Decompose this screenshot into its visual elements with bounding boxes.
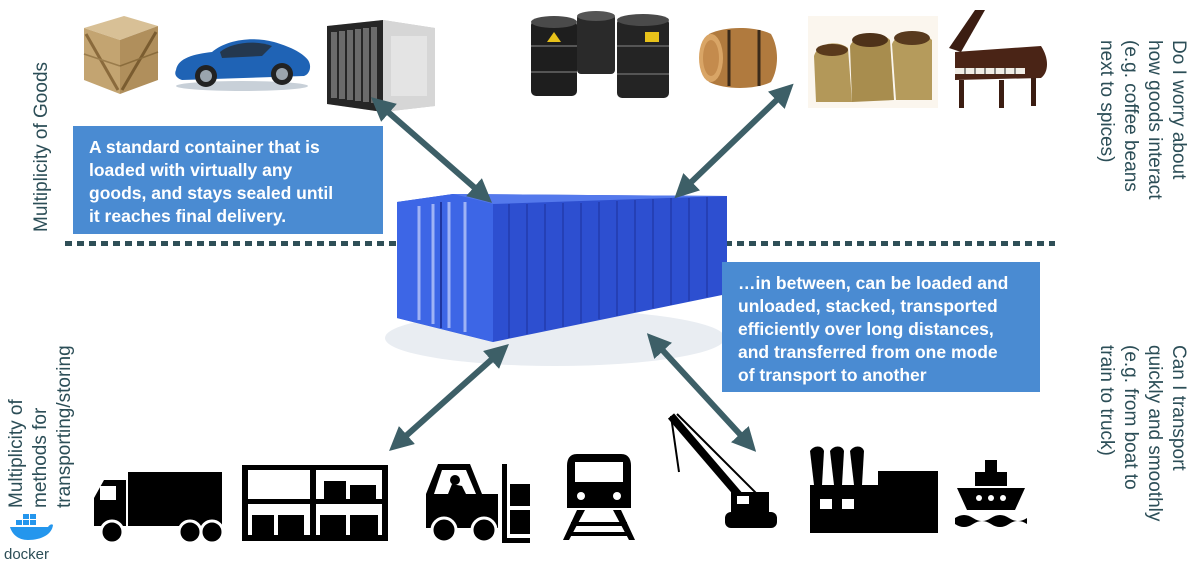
arrow-transport-right	[646, 333, 757, 452]
warehouse-shelves-icon	[242, 465, 388, 541]
truck-icon	[94, 472, 225, 545]
server-rack-icon	[327, 20, 435, 112]
divider-left	[65, 241, 405, 246]
oil-drums-icon	[531, 11, 669, 98]
train-icon	[563, 454, 635, 540]
arrow-goods-left	[370, 97, 493, 203]
wine-barrel-icon	[699, 28, 777, 88]
ship-icon	[955, 460, 1027, 527]
forklift-icon	[426, 464, 530, 544]
docker-logo-text: docker	[4, 546, 50, 563]
divider-right	[725, 241, 1055, 246]
coffee-sacks-icon	[808, 16, 938, 108]
docker-whale-icon	[10, 514, 53, 540]
crate-icon	[83, 16, 159, 94]
callout-sealed-container: A standard container that is loaded with…	[73, 126, 383, 234]
arrow-goods-right	[674, 83, 794, 199]
arrow-transport-left	[389, 344, 509, 451]
grand-piano-icon	[949, 10, 1047, 108]
crane-icon	[667, 413, 777, 528]
sports-car-icon	[175, 39, 311, 91]
callout-in-between: …in between, can be loaded and unloaded,…	[722, 262, 1040, 392]
factory-icon	[810, 446, 938, 533]
